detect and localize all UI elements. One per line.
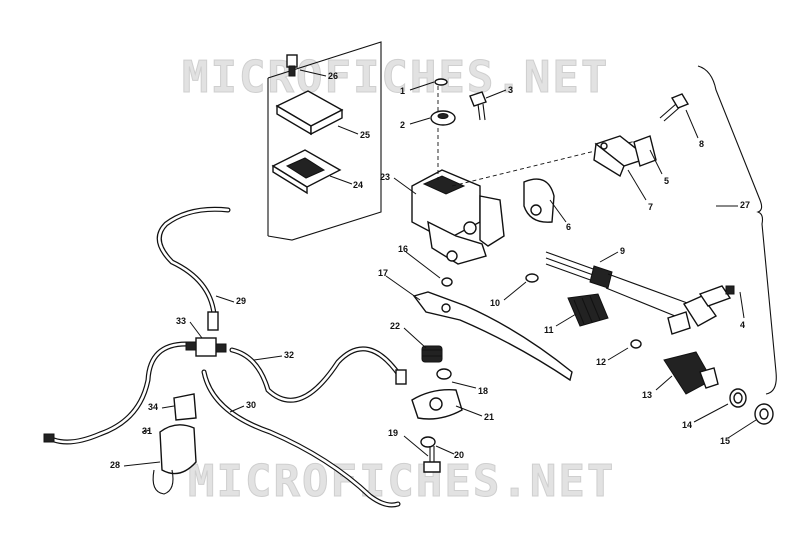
part-31-hose[interactable] <box>43 341 189 445</box>
part-3-bolt[interactable] <box>469 91 487 121</box>
callout-12: 12 <box>596 357 607 367</box>
part-24-diaphragm[interactable] <box>271 149 342 195</box>
callout-32: 32 <box>284 350 295 360</box>
part-18-bushing[interactable] <box>436 368 452 380</box>
part-4-fitting[interactable] <box>667 285 735 335</box>
callout-14: 14 <box>682 420 693 430</box>
callout-13: 13 <box>642 390 653 400</box>
callout-20: 20 <box>454 450 465 460</box>
callout-27: 27 <box>740 200 751 210</box>
callout-18: 18 <box>478 386 489 396</box>
part-30-hose[interactable] <box>201 369 401 508</box>
leader-lines <box>123 69 757 467</box>
callout-17: 17 <box>378 268 389 278</box>
watermark-top: MICROFICHES.NET <box>181 52 610 104</box>
callout-30: 30 <box>246 400 257 410</box>
callout-15: 15 <box>720 436 731 446</box>
reservoir-frame <box>267 41 382 241</box>
part-20-washer[interactable] <box>420 436 436 448</box>
callout-31: 31 <box>142 426 153 436</box>
callout-25: 25 <box>360 130 371 140</box>
part-23-master-cylinder[interactable] <box>411 86 641 265</box>
callout-28: 28 <box>110 460 121 470</box>
part-22-spring[interactable] <box>421 345 443 363</box>
callout-9: 9 <box>620 246 626 256</box>
part-8-bolt[interactable] <box>659 93 690 122</box>
part-16-pin[interactable] <box>441 277 453 287</box>
part-27-group-brace <box>697 65 777 395</box>
callout-16: 16 <box>398 244 409 254</box>
callout-11: 11 <box>544 325 554 335</box>
callout-7: 7 <box>648 202 654 212</box>
part-33-tee[interactable] <box>185 337 227 357</box>
callout-8: 8 <box>699 139 705 149</box>
callout-5: 5 <box>664 176 670 186</box>
callout-33: 33 <box>176 316 187 326</box>
callout-2: 2 <box>400 120 406 130</box>
part-9-harness[interactable] <box>545 251 691 319</box>
callout-23: 23 <box>380 172 391 182</box>
part-5-plate[interactable] <box>633 135 657 167</box>
part-29-hose[interactable] <box>156 206 231 331</box>
callout-29: 29 <box>236 296 247 306</box>
part-26-screw[interactable] <box>286 54 298 77</box>
part-17-lever[interactable] <box>412 291 573 382</box>
callout-6: 6 <box>566 222 572 232</box>
part-32-hose[interactable] <box>229 346 407 403</box>
part-1-washer[interactable] <box>434 78 448 86</box>
callout-26: 26 <box>328 71 339 81</box>
part-13-boot[interactable] <box>663 351 719 395</box>
part-25-cap[interactable] <box>275 90 344 136</box>
callout-4: 4 <box>740 320 746 330</box>
part-28-bracket[interactable] <box>152 424 197 495</box>
watermark-bottom: MICROFICHES.NET <box>187 456 616 508</box>
part-12-washer[interactable] <box>630 339 642 349</box>
callout-24: 24 <box>353 180 364 190</box>
callout-19: 19 <box>388 428 399 438</box>
part-10-washer[interactable] <box>525 273 539 283</box>
part-15-ring[interactable] <box>754 403 774 425</box>
callout-34: 34 <box>148 402 159 412</box>
callout-3: 3 <box>508 85 514 95</box>
callout-10: 10 <box>490 298 501 308</box>
part-21-bracket[interactable] <box>411 389 463 420</box>
callout-1: 1 <box>400 86 406 96</box>
part-6-switch-bracket[interactable] <box>523 178 555 223</box>
callout-21: 21 <box>484 412 495 422</box>
part-2-seal[interactable] <box>430 110 456 126</box>
part-11-boot[interactable] <box>567 293 609 327</box>
part-34-clip[interactable] <box>173 393 197 421</box>
callout-22: 22 <box>390 321 401 331</box>
part-14-ring[interactable] <box>729 388 747 408</box>
part-19-bolt[interactable] <box>423 446 441 473</box>
